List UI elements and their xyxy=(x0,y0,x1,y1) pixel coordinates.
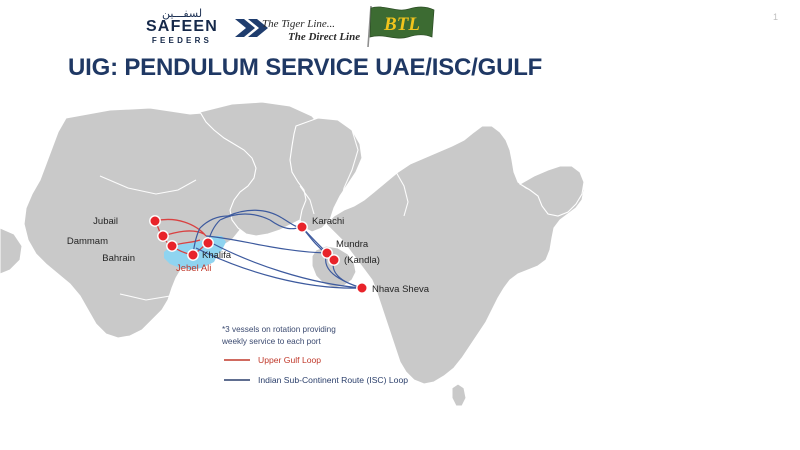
btl-logo: BTL xyxy=(362,4,438,48)
port-label-jubail: Jubail xyxy=(93,216,118,227)
land-sri-lanka xyxy=(451,383,467,407)
port-marker-mundra[interactable]: Mundra xyxy=(321,239,369,259)
port-dot-karachi[interactable] xyxy=(296,221,308,233)
land-horn-of-africa xyxy=(0,227,23,275)
tiger-line-text-2: The Direct Line xyxy=(288,31,361,43)
port-marker-jubail[interactable]: Jubail xyxy=(93,215,161,227)
safeen-feeders-logo: لسفـــين SAFEEN FEEDERS xyxy=(131,8,271,46)
legend-label-isc-loop: Indian Sub-Continent Route (ISC) Loop xyxy=(258,375,408,385)
landmasses xyxy=(0,101,585,407)
safeen-arabic-text: لسفـــين xyxy=(161,8,203,20)
legend-item-isc-loop[interactable]: Indian Sub-Continent Route (ISC) Loop xyxy=(224,375,408,385)
port-markers: Jubail Dammam Bahrain Jebel Ali Khalifa … xyxy=(67,215,430,295)
port-marker-nhava-sheva[interactable]: Nhava Sheva xyxy=(356,282,430,295)
page-title: UIG: PENDULUM SERVICE UAE/ISC/GULF xyxy=(68,54,543,81)
btl-wordmark: BTL xyxy=(383,14,420,35)
map-canvas: Jubail Dammam Bahrain Jebel Ali Khalifa … xyxy=(0,88,800,450)
port-label-dammam: Dammam xyxy=(67,236,108,247)
port-dot-bahrain[interactable] xyxy=(166,240,178,252)
port-label-bahrain: Bahrain xyxy=(102,253,135,264)
legend: *3 vessels on rotation providing weekly … xyxy=(221,325,408,385)
port-marker-karachi[interactable]: Karachi xyxy=(296,216,344,233)
isc-loop-route xyxy=(192,209,363,289)
country-borders xyxy=(99,129,409,339)
land-pakistan xyxy=(289,117,363,233)
tiger-line-logo: The Tiger Line... The Direct Line xyxy=(262,18,362,48)
safeen-wordmark: SAFEEN xyxy=(145,18,219,35)
legend-label-upper-gulf-loop: Upper Gulf Loop xyxy=(258,355,321,365)
port-dot-nhava-sheva[interactable] xyxy=(356,282,368,294)
port-marker-kandla[interactable]: (Kandla) xyxy=(328,254,380,266)
page-number: 1 xyxy=(772,12,778,22)
port-dot-mundra[interactable] xyxy=(321,247,333,259)
flag-icon: BTL xyxy=(367,5,435,48)
legend-note-line-2: weekly service to each port xyxy=(221,337,321,346)
port-dot-jubail[interactable] xyxy=(149,215,161,227)
port-dot-kandla[interactable] xyxy=(328,254,340,266)
tiger-line-text-1: The Tiger Line... xyxy=(262,18,336,30)
port-label-nhava-sheva: Nhava Sheva xyxy=(372,284,430,295)
port-label-karachi: Karachi xyxy=(312,216,344,227)
port-marker-khalifa[interactable]: Khalifa xyxy=(202,237,232,261)
port-marker-bahrain[interactable]: Bahrain xyxy=(102,240,178,264)
land-northeast-india xyxy=(518,165,585,217)
legend-item-upper-gulf-loop[interactable]: Upper Gulf Loop xyxy=(224,355,321,365)
route-map: Jubail Dammam Bahrain Jebel Ali Khalifa … xyxy=(0,88,800,450)
port-dot-khalifa[interactable] xyxy=(202,237,214,249)
port-label-khalifa: Khalifa xyxy=(202,250,232,261)
port-dot-jebel-ali[interactable] xyxy=(187,249,199,261)
safeen-subtext: FEEDERS xyxy=(151,36,213,45)
port-label-mundra: Mundra xyxy=(336,239,369,250)
port-marker-dammam[interactable]: Dammam xyxy=(67,230,169,247)
double-chevron-icon xyxy=(235,19,268,37)
logo-bar: لسفـــين SAFEEN FEEDERS The Tiger Line..… xyxy=(0,0,800,52)
land-india xyxy=(325,125,585,385)
legend-note-line-1: *3 vessels on rotation providing xyxy=(222,325,336,334)
port-dot-dammam[interactable] xyxy=(157,230,169,242)
port-label-jebel-ali: Jebel Ali xyxy=(176,263,211,274)
port-marker-jebel-ali[interactable]: Jebel Ali xyxy=(176,249,211,274)
port-label-kandla: (Kandla) xyxy=(344,255,380,266)
